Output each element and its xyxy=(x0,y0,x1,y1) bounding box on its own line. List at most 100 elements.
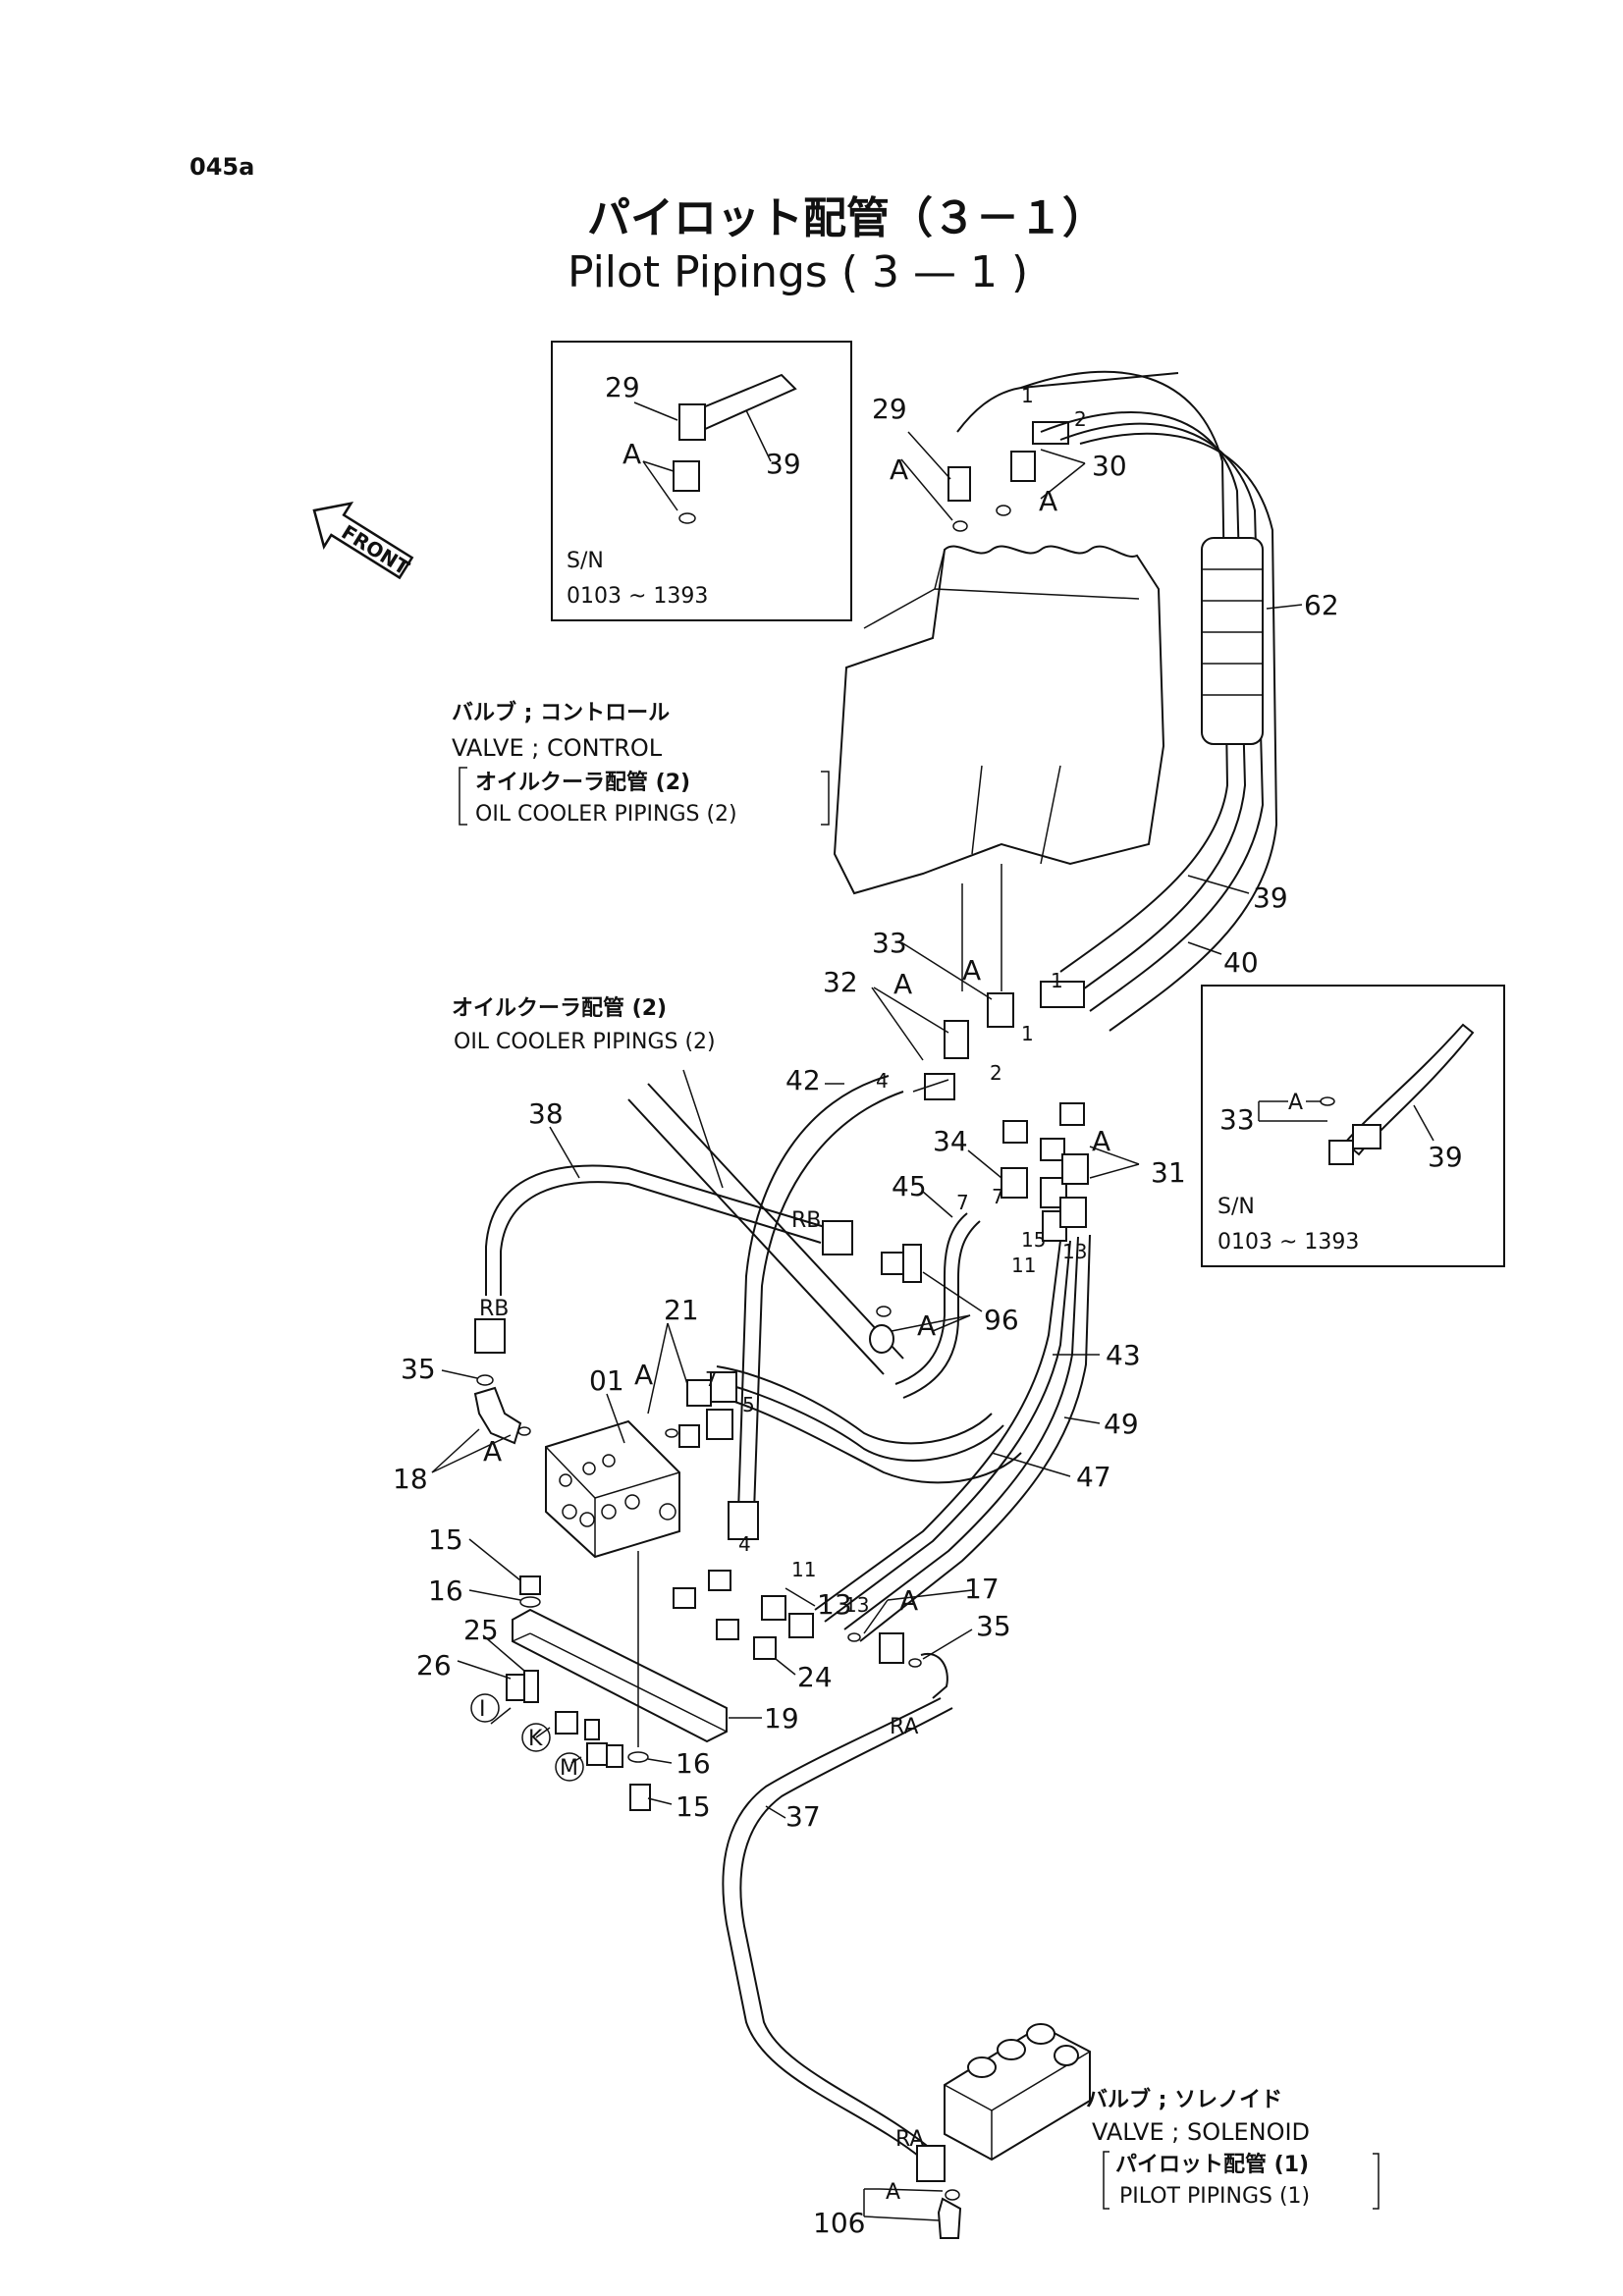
callout-Ac: A xyxy=(1039,485,1057,517)
callout-106: 106 xyxy=(813,2207,865,2239)
inset1-range: 0103 ~ 1393 xyxy=(567,584,708,609)
hose-num-13: 13 xyxy=(1062,1240,1087,1263)
circle-M-label: M xyxy=(560,1756,578,1781)
manifold-block-01: 01 xyxy=(545,1364,680,1559)
inset-sn-box-1: 29 39 A S/N 0103 ~ 1393 xyxy=(551,341,852,621)
callout-39c: 39 xyxy=(1428,1141,1463,1173)
callout-47: 47 xyxy=(1076,1461,1111,1493)
callout-Aj: A xyxy=(899,1584,918,1617)
hose-45: 45 7 xyxy=(892,1170,981,1399)
circle-M-icon: M xyxy=(555,1752,584,1782)
callout-34: 34 xyxy=(933,1125,968,1157)
callout-16b: 16 xyxy=(676,1747,711,1780)
callout-29a: 29 xyxy=(605,371,640,403)
callout-17: 17 xyxy=(964,1573,1000,1605)
hose-num-13b: 13 xyxy=(844,1593,869,1617)
bracket-19: 15 16 19 16 15 xyxy=(428,1523,799,1823)
control-valve xyxy=(833,545,1165,895)
callout-Al: A xyxy=(1288,1091,1303,1115)
hose-42: 42 4 4 xyxy=(728,1064,904,1556)
hose-num-4b: 4 xyxy=(738,1532,751,1556)
page-code: 045a xyxy=(189,153,254,181)
callout-42: 42 xyxy=(785,1064,821,1096)
callout-37: 37 xyxy=(785,1800,821,1833)
callout-26: 26 xyxy=(416,1649,452,1682)
hose-num-11: 11 xyxy=(1011,1254,1036,1277)
callout-45: 45 xyxy=(892,1170,927,1202)
callout-16a: 16 xyxy=(428,1575,463,1607)
note-oilcooler-jp-bracket: オイルクーラ配管 (2) xyxy=(475,770,690,795)
callout-Aa: A xyxy=(622,438,641,470)
hose-num-7c: 7 xyxy=(705,1367,718,1391)
circle-I-label: I xyxy=(479,1697,486,1722)
hose-num-1a: 1 xyxy=(1021,384,1034,407)
pilot1-en: PILOT PIPINGS (1) xyxy=(1119,2184,1310,2209)
callout-32: 32 xyxy=(823,966,858,998)
solenoid-en: VALVE ; SOLENOID xyxy=(1092,2118,1310,2146)
hose-num-1b: 1 xyxy=(1051,969,1063,992)
hose-num-4: 4 xyxy=(876,1069,889,1093)
callout-33a: 33 xyxy=(872,927,907,959)
callout-15a: 15 xyxy=(428,1523,463,1556)
callout-40: 40 xyxy=(1223,946,1259,979)
note-control-valve: バルブ ; コントロール VALVE ; CONTROL オイルクーラ配管 (2… xyxy=(452,700,830,827)
hose-num-7b: 7 xyxy=(992,1185,1004,1208)
callout-38: 38 xyxy=(528,1097,564,1130)
callout-Ae: A xyxy=(893,968,912,1000)
callout-RA2: RA xyxy=(895,2127,924,2152)
callout-RB1: RB xyxy=(791,1208,821,1233)
callout-Ad: A xyxy=(962,954,981,987)
callout-Ak: A xyxy=(886,2180,900,2205)
hose-num-2b: 2 xyxy=(990,1061,1002,1085)
inset2-range: 0103 ~ 1393 xyxy=(1217,1230,1359,1255)
circle-I-icon: I xyxy=(470,1693,500,1723)
callout-18: 18 xyxy=(393,1463,428,1495)
callout-30: 30 xyxy=(1092,450,1127,482)
hose-38: 38 RB RB xyxy=(474,1097,853,1354)
fitting-96: 96 A xyxy=(869,1244,1019,1354)
note-oil-cooler: オイルクーラ配管 (2) OIL COOLER PIPINGS (2) xyxy=(452,995,724,1189)
callout-49: 49 xyxy=(1104,1408,1139,1440)
hoses-39-40: 62 39 40 xyxy=(1020,370,1339,1032)
title-en: Pilot Pipings ( 3 — 1 ) xyxy=(568,247,1028,297)
callout-24: 24 xyxy=(797,1661,833,1693)
note-oilcooler-en-bracket: OIL COOLER PIPINGS (2) xyxy=(475,802,737,827)
oilcooler-en: OIL COOLER PIPINGS (2) xyxy=(454,1030,716,1054)
callout-Ah: A xyxy=(634,1359,653,1391)
callout-Af: A xyxy=(1092,1125,1110,1157)
inset1-sn: S/N xyxy=(567,549,604,573)
elbow-18-35: 35 18 A xyxy=(393,1353,531,1495)
callout-35b: 35 xyxy=(976,1610,1011,1642)
hose-num-11b: 11 xyxy=(791,1558,816,1581)
callout-19: 19 xyxy=(764,1702,799,1735)
title-jp: パイロット配管（３－１） xyxy=(587,193,1106,243)
front-arrow-icon: FRONT xyxy=(312,502,414,580)
hose-num-1c: 1 xyxy=(1021,1022,1034,1045)
front-label: FRONT xyxy=(338,520,414,580)
callout-33b: 33 xyxy=(1219,1103,1255,1136)
callout-21: 21 xyxy=(664,1294,699,1326)
callout-RA1: RA xyxy=(890,1715,918,1739)
callout-25: 25 xyxy=(463,1614,499,1646)
hoses-43-49-47: 43 49 47 11 13 xyxy=(716,1234,1141,1642)
fittings-32-33: 33 A 32 A 1 2 xyxy=(823,864,1085,1100)
callout-15b: 15 xyxy=(676,1790,711,1823)
hose-num-15: 15 xyxy=(1021,1228,1046,1252)
fittings-31-34: 34 A 31 7 15 11 13 xyxy=(933,1102,1186,1277)
callout-62: 62 xyxy=(1304,589,1339,621)
note-control-en: VALVE ; CONTROL xyxy=(452,734,663,762)
callout-RB2: RB xyxy=(479,1297,509,1321)
circle-K-label: K xyxy=(528,1727,543,1751)
callout-Ag: A xyxy=(917,1309,936,1342)
callout-01: 01 xyxy=(589,1364,624,1397)
solenoid-jp: バルブ ; ソレノイド xyxy=(1086,2087,1282,2112)
fittings-21: 21 A 7 5 xyxy=(634,1294,755,1448)
callout-Ai: A xyxy=(483,1435,502,1468)
callout-43: 43 xyxy=(1106,1339,1141,1371)
callout-31: 31 xyxy=(1151,1156,1186,1189)
callout-35a: 35 xyxy=(401,1353,436,1385)
callout-13: 13 xyxy=(817,1588,852,1621)
inset2-sn: S/N xyxy=(1217,1195,1255,1219)
